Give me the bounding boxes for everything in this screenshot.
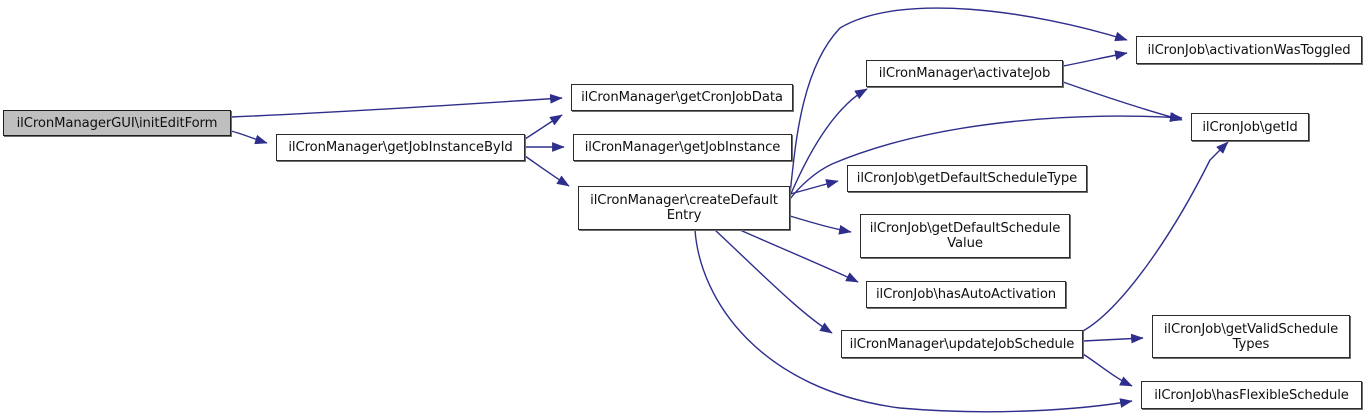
graph-node-hasAutoActivation[interactable]: ilCronJob\hasAutoActivation	[866, 281, 1066, 308]
graph-node-updateJobSchedule[interactable]: ilCronManager\updateJobSchedule	[841, 330, 1083, 358]
graph-node-label: ilCronJob\activationWasToggled	[1147, 42, 1351, 58]
graph-edge-activateJob-to-activationWasToggled	[1062, 50, 1128, 67]
graph-edge-getJobInstanceById-to-createDefaultEntry	[524, 155, 570, 187]
graph-edge-getJobInstanceById-to-getCronJobData	[524, 114, 563, 140]
graph-node-getDefaultScheduleType[interactable]: ilCronJob\getDefaultScheduleType	[847, 165, 1087, 192]
graph-node-label: ilCronManager\getJobInstance	[584, 140, 781, 155]
graph-node-activationWasToggled[interactable]: ilCronJob\activationWasToggled	[1136, 36, 1362, 64]
graph-node-getJobInstance[interactable]: ilCronManager\getJobInstance	[573, 134, 792, 161]
graph-edge-updateJobSchedule-to-getId	[1082, 141, 1229, 332]
graph-edge-activateJob-to-getId	[1062, 81, 1183, 122]
graph-node-getValidScheduleTypes[interactable]: ilCronJob\getValidSchedule Types	[1152, 315, 1350, 358]
graph-edge-updateJobSchedule-to-getValidScheduleTypes	[1082, 333, 1144, 344]
graph-node-label: ilCronManager\updateJobSchedule	[849, 336, 1075, 352]
graph-node-hasFlexibleSchedule[interactable]: ilCronJob\hasFlexibleSchedule	[1141, 381, 1362, 409]
graph-node-activateJob[interactable]: ilCronManager\activateJob	[866, 60, 1063, 87]
graph-node-getJobInstanceById[interactable]: ilCronManager\getJobInstanceById	[276, 134, 525, 161]
graph-node-getId[interactable]: ilCronJob\getId	[1191, 113, 1309, 141]
graph-edge-updateJobSchedule-to-hasFlexibleSchedule	[1082, 353, 1133, 387]
graph-node-label: ilCronManagerGUI\initEditForm	[16, 115, 218, 131]
graph-edge-createDefaultEntry-to-getDefaultScheduleType	[789, 179, 839, 195]
graph-node-label: ilCronManager\activateJob	[878, 66, 1051, 81]
graph-node-label: ilCronJob\getId	[1202, 119, 1298, 135]
graph-node-label: ilCronManager\createDefault Entry	[590, 193, 778, 223]
graph-node-label: ilCronManager\getCronJobData	[581, 90, 783, 105]
graph-node-getCronJobData[interactable]: ilCronManager\getCronJobData	[571, 84, 793, 111]
graph-node-createDefaultEntry[interactable]: ilCronManager\createDefault Entry	[578, 186, 790, 230]
graph-node-label: ilCronJob\getDefaultSchedule Value	[869, 221, 1061, 251]
graph-node-initEditForm[interactable]: ilCronManagerGUI\initEditForm	[3, 110, 231, 136]
graph-node-label: ilCronJob\getValidSchedule Types	[1163, 321, 1339, 352]
graph-edge-createDefaultEntry-to-hasAutoActivation	[739, 229, 859, 283]
graph-edge-createDefaultEntry-to-getDefaultScheduleValue	[789, 215, 852, 235]
graph-edge-createDefaultEntry-to-updateJobSchedule	[714, 229, 833, 334]
graph-node-label: ilCronJob\hasFlexibleSchedule	[1154, 387, 1349, 403]
graph-node-getDefaultScheduleValue[interactable]: ilCronJob\getDefaultSchedule Value	[860, 214, 1070, 258]
graph-edge-initEditForm-to-getCronJobData	[230, 93, 563, 118]
graph-node-label: ilCronJob\hasAutoActivation	[875, 287, 1057, 302]
graph-node-label: ilCronJob\getDefaultScheduleType	[856, 171, 1078, 186]
graph-node-label: ilCronManager\getJobInstanceById	[288, 140, 513, 155]
graph-edge-initEditForm-to-getJobInstanceById	[230, 130, 268, 145]
